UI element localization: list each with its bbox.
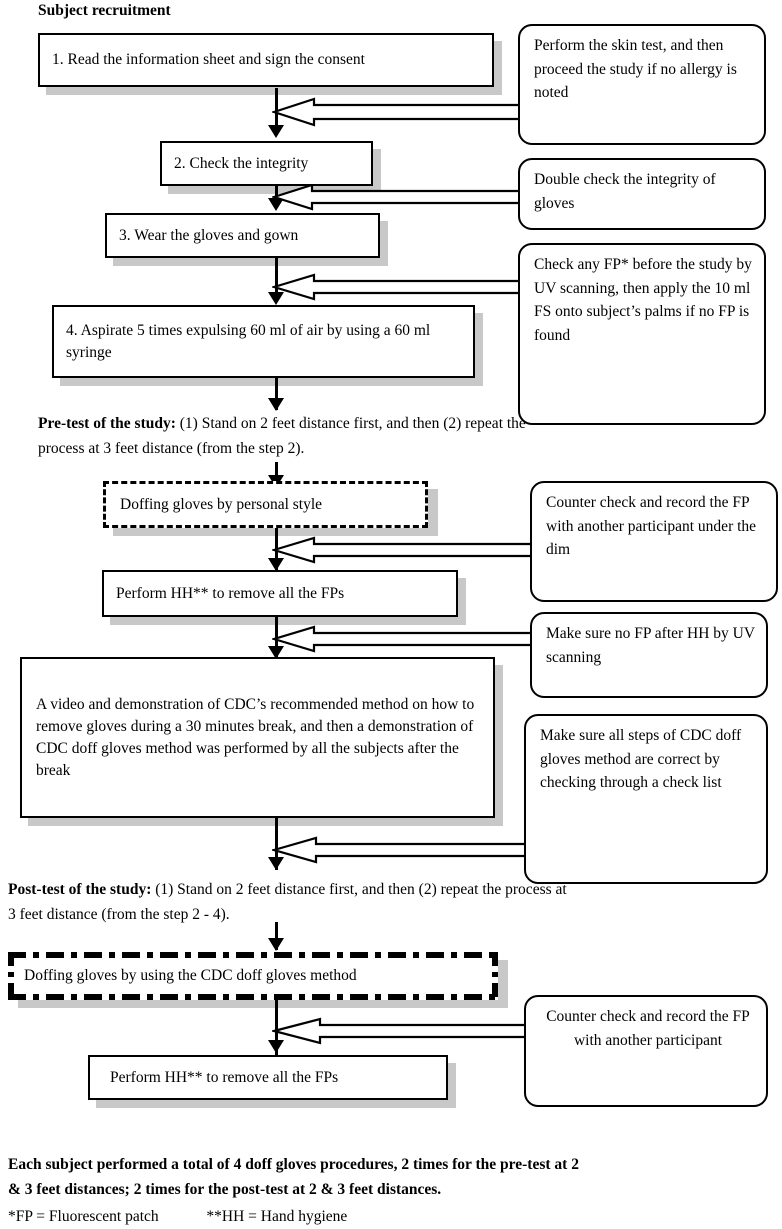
callout-no-fp-after-hh-label: Make sure no FP after HH by UV scanning — [546, 625, 755, 666]
process-box-step2-label: 2. Check the integrity — [174, 154, 309, 172]
process-box-doff-cdc[interactable]: Doffing gloves by using the CDC doff glo… — [8, 952, 498, 1000]
process-box-doff-cdc-label: Doffing gloves by using the CDC doff glo… — [24, 967, 357, 984]
process-box-doff-personal[interactable]: Doffing gloves by personal style — [103, 481, 428, 528]
process-box-step4[interactable]: 4. Aspirate 5 times expulsing 60 ml of a… — [52, 305, 475, 378]
block-arrow-counter-check-dim — [272, 536, 536, 564]
block-arrow-check-list — [272, 836, 530, 864]
callout-skin-test[interactable]: Perform the skin test, and then proceed … — [518, 24, 766, 145]
callout-counter-check-dim-label: Counter check and record the FP with ano… — [546, 494, 757, 559]
footer-legend: *FP = Fluorescent patch **HH = Hand hygi… — [8, 1204, 778, 1229]
callout-counter-check[interactable]: Counter check and record the FP with ano… — [524, 995, 768, 1107]
callout-double-check[interactable]: Double check the integrity of gloves — [518, 158, 766, 230]
pretest-note: Pre-test of the study: (1) Stand on 2 fe… — [38, 411, 558, 461]
callout-double-check-label: Double check the integrity of gloves — [534, 171, 716, 212]
posttest-note-rest: (1) Stand on 2 feet distance first, and … — [8, 881, 567, 924]
arrowhead-doffcdc-hhpost — [268, 1040, 284, 1053]
process-box-hh-pre-label: Perform HH** to remove all the FPs — [116, 584, 345, 602]
posttest-note-bold: Post-test of the study: — [8, 881, 152, 898]
process-box-step4-label: 4. Aspirate 5 times expulsing 60 ml of a… — [66, 321, 431, 361]
doff-cdc-border-top — [8, 952, 498, 958]
arrowhead-step1-step2 — [268, 125, 284, 138]
process-box-hh-pre[interactable]: Perform HH** to remove all the FPs — [102, 570, 458, 617]
connector-step3-step4 — [275, 258, 278, 302]
pretest-note-rest: (1) Stand on 2 feet distance first, and … — [38, 415, 526, 458]
callout-counter-check-label: Counter check and record the FP with ano… — [546, 1008, 750, 1049]
doff-cdc-border-left — [8, 952, 14, 1000]
block-arrow-counter-check — [272, 1017, 530, 1045]
connector-step4-pretest — [275, 378, 278, 410]
callout-no-fp-after-hh[interactable]: Make sure no FP after HH by UV scanning — [530, 612, 768, 698]
process-box-video-demo-label: A video and demonstration of CDC’s recom… — [36, 695, 475, 779]
process-box-hh-post[interactable]: Perform HH** to remove all the FPs — [88, 1055, 448, 1100]
connector-posttest-doffcdc — [275, 922, 278, 950]
arrowhead-step4-pretest — [268, 398, 284, 411]
block-arrow-double-check — [272, 183, 524, 211]
arrowhead-hhpre-video — [268, 646, 284, 659]
callout-check-list[interactable]: Make sure all steps of CDC doff gloves m… — [524, 714, 768, 884]
process-box-step1[interactable]: 1. Read the information sheet and sign t… — [38, 33, 494, 87]
process-box-step3-label: 3. Wear the gloves and gown — [119, 226, 299, 244]
arrowhead-step3-step4 — [268, 292, 284, 305]
arrowhead-step2-step3 — [268, 198, 284, 211]
connector-video-posttest — [275, 818, 278, 870]
block-arrow-skin-test — [272, 97, 524, 127]
process-box-step3[interactable]: 3. Wear the gloves and gown — [105, 213, 380, 258]
callout-check-list-label: Make sure all steps of CDC doff gloves m… — [540, 727, 742, 792]
arrowhead-doff-hhpre — [268, 558, 284, 571]
footer-legend-fp: *FP = Fluorescent patch — [8, 1208, 159, 1226]
pretest-note-bold: Pre-test of the study: — [38, 415, 176, 432]
posttest-note: Post-test of the study: (1) Stand on 2 f… — [8, 877, 578, 927]
footer-line-1: Each subject performed a total of 4 doff… — [8, 1156, 579, 1173]
connector-step1-step2 — [275, 88, 278, 132]
page-title: Subject recruitment — [38, 2, 171, 19]
footer-block: Each subject performed a total of 4 doff… — [8, 1152, 778, 1229]
arrowhead-video-posttest — [268, 857, 284, 870]
footer-line-2: & 3 feet distances; 2 times for the post… — [8, 1181, 442, 1199]
callout-fp-uv[interactable]: Check any FP* before the study by UV sca… — [518, 243, 766, 425]
connector-doffcdc-hhpost — [275, 1000, 278, 1055]
callout-counter-check-dim[interactable]: Counter check and record the FP with ano… — [530, 481, 778, 602]
arrowhead-posttest-doffcdc — [268, 938, 284, 951]
callout-skin-test-label: Perform the skin test, and then proceed … — [534, 37, 737, 102]
block-arrow-no-fp-after-hh — [272, 625, 536, 653]
process-box-step2[interactable]: 2. Check the integrity — [160, 141, 373, 186]
process-box-step1-label: 1. Read the information sheet and sign t… — [52, 51, 365, 68]
block-arrow-fp-uv — [272, 273, 524, 301]
process-box-video-demo[interactable]: A video and demonstration of CDC’s recom… — [20, 657, 495, 818]
process-box-doff-personal-label: Doffing gloves by personal style — [120, 495, 323, 513]
doff-cdc-border-right — [492, 952, 498, 1000]
callout-fp-uv-label: Check any FP* before the study by UV sca… — [534, 256, 752, 344]
footer-legend-hh: **HH = Hand hygiene — [206, 1208, 348, 1226]
process-box-hh-post-label: Perform HH** to remove all the FPs — [110, 1068, 339, 1086]
doff-cdc-border-bottom — [8, 994, 498, 1000]
connector-pretest-doff — [275, 462, 278, 486]
